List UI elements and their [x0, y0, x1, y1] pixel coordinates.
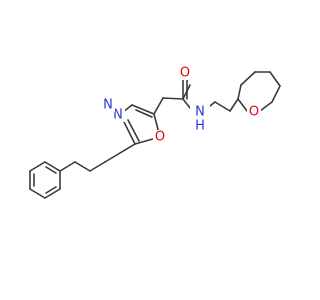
oxadiazole-n3-label: N	[113, 108, 123, 123]
amide-nitrogen-label: N	[195, 105, 205, 120]
oxadiazole-o1-label: O	[155, 130, 165, 145]
carbonyl-oxygen-label: O	[180, 66, 190, 81]
amide-hydrogen-label: H	[195, 119, 205, 134]
structure-diagram: N N O O N H O	[29, 65, 281, 199]
butyl-chain	[59, 143, 136, 172]
tetrahydropyran-ring	[237, 71, 281, 112]
pyran-oxygen-label: O	[249, 105, 259, 120]
oxadiazole-ring	[122, 104, 161, 145]
phenyl-ring	[29, 161, 61, 199]
molecule-drawing: N N O O N H O	[29, 66, 281, 199]
atom-labels: N N O O N H O	[101, 66, 261, 145]
oxadiazole-n4-label: N	[103, 98, 113, 113]
